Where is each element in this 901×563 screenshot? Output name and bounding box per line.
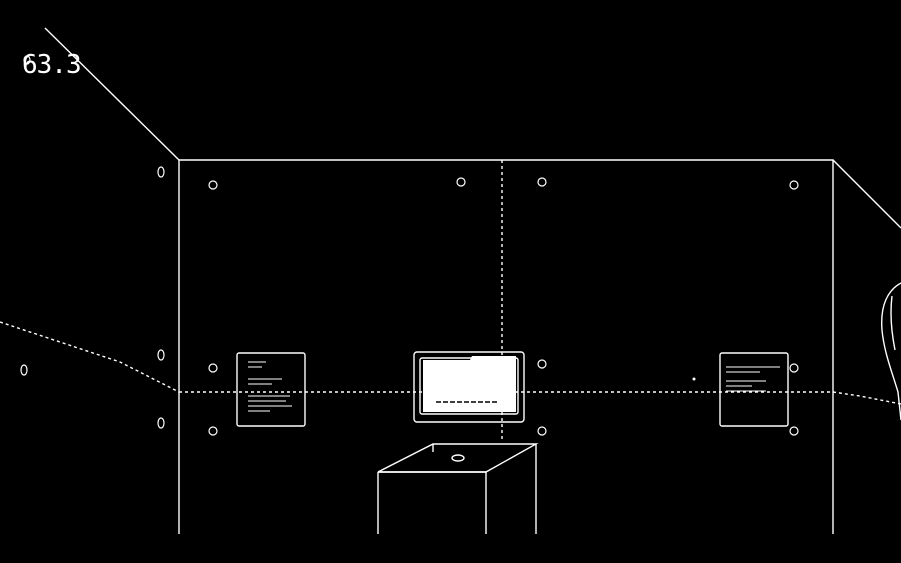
crosshair-dot xyxy=(692,377,696,381)
hand-outline-icon xyxy=(881,282,901,421)
bolt-icon xyxy=(20,364,28,376)
bolt-icon xyxy=(208,426,218,436)
floor-line-left xyxy=(0,321,180,393)
pedestal-button-icon[interactable] xyxy=(451,454,465,462)
wall-bolts xyxy=(20,55,799,436)
floor-line-right xyxy=(832,391,901,405)
document-lines-icon xyxy=(248,361,292,412)
bolt-icon xyxy=(456,177,466,187)
wall-edge-top-left xyxy=(44,27,180,161)
bolt-icon xyxy=(157,166,165,178)
wall-panel-right[interactable] xyxy=(719,352,789,427)
wall-panel-center[interactable] xyxy=(413,351,525,423)
bolt-icon xyxy=(23,55,31,65)
bolt-icon xyxy=(537,359,547,369)
bolt-icon xyxy=(537,177,547,187)
bolt-icon xyxy=(789,363,799,373)
bolt-icon xyxy=(157,417,165,429)
document-lines-icon xyxy=(726,366,780,392)
bolt-icon xyxy=(789,426,799,436)
wall-frame xyxy=(178,159,834,534)
monitor-screen-icon xyxy=(423,356,516,412)
bolt-icon xyxy=(157,349,165,361)
bolt-icon xyxy=(537,426,547,436)
bolt-icon xyxy=(208,180,218,190)
pedestal[interactable] xyxy=(377,443,539,534)
wall-panel-left[interactable] xyxy=(236,352,306,427)
bolt-icon xyxy=(208,363,218,373)
wall-edge-top-right xyxy=(832,159,901,229)
bolt-icon xyxy=(789,180,799,190)
